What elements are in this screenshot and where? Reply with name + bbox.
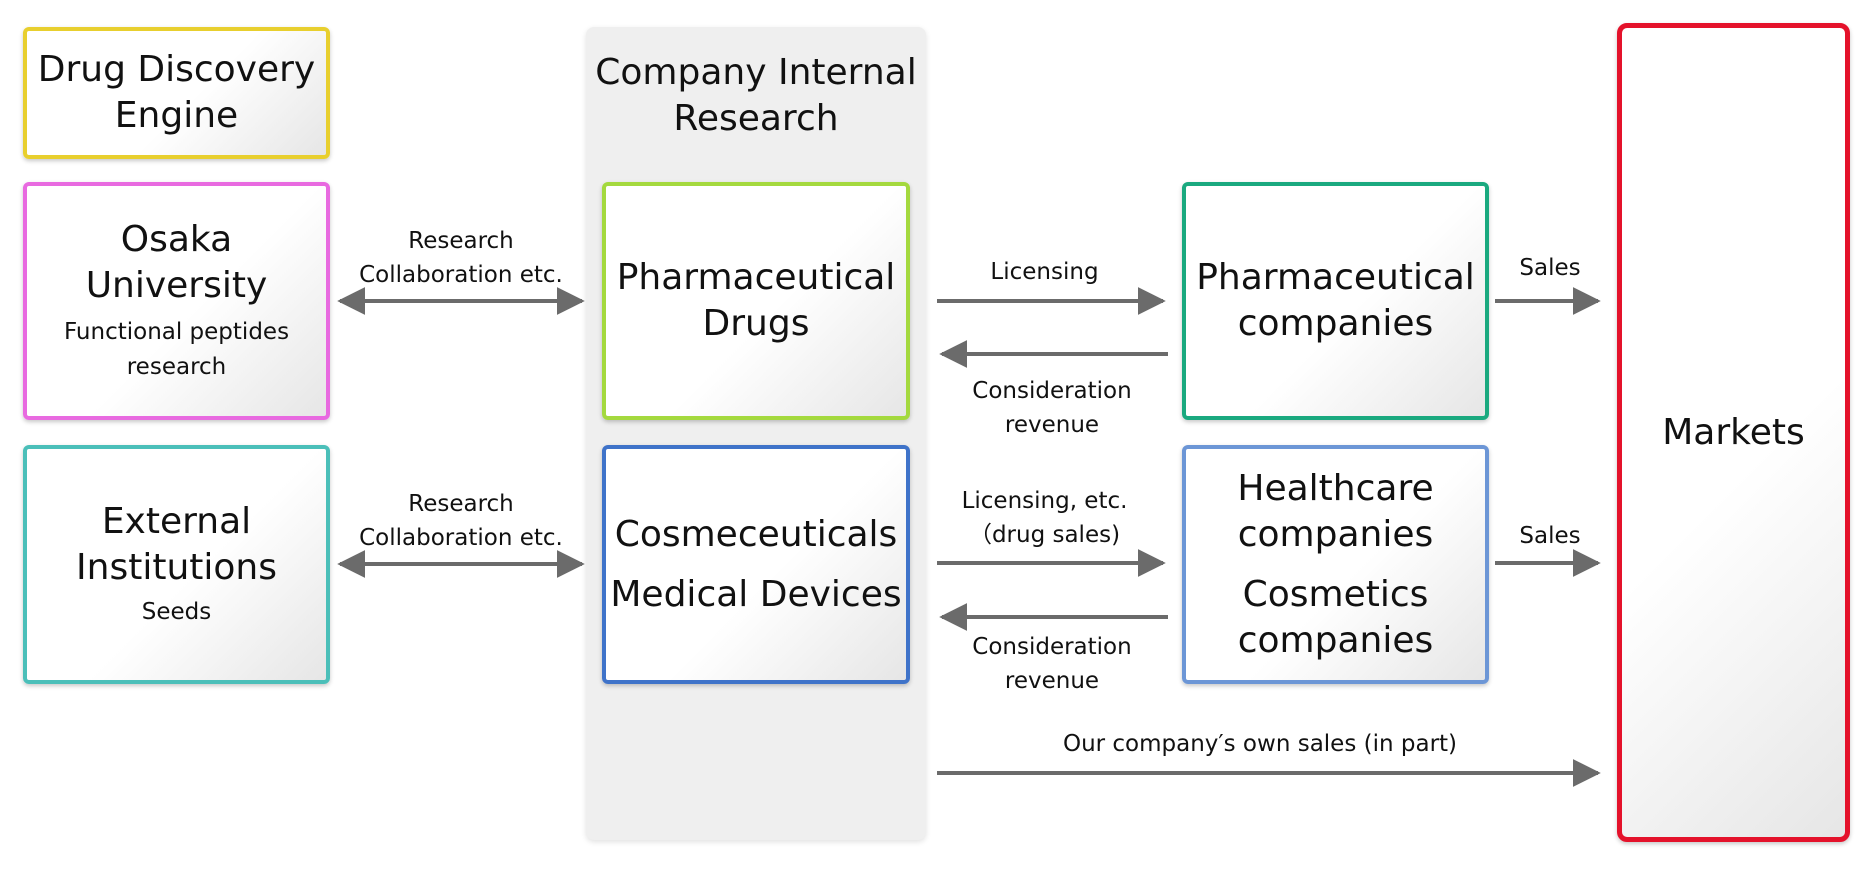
research-label-top-line1: Research — [408, 228, 514, 254]
pharmaceutical-companies-line2: companies — [1237, 303, 1434, 344]
research-label-bottom-line2: Collaboration etc. — [359, 525, 563, 551]
pharmaceutical-drugs-line2: Drugs — [702, 303, 810, 344]
pharmaceutical-companies-line1: Pharmaceutical — [1196, 257, 1475, 298]
drug-discovery-engine-line2: Engine — [114, 95, 239, 136]
cosmetics-line1: Cosmetics — [1242, 573, 1429, 615]
company-internal-title: Company Internal Research — [586, 50, 926, 142]
licensing-etc-line1: Licensing, etc. — [961, 488, 1128, 514]
markets-label: Markets — [1662, 411, 1805, 453]
company-internal-title-line1: Company Internal — [595, 52, 917, 93]
external-institutions-sub: Seeds — [141, 599, 212, 625]
company-internal-panel — [586, 27, 926, 840]
osaka-university-title: Osaka University — [85, 219, 268, 306]
cosmeceuticals-line1: Cosmeceuticals — [614, 513, 898, 555]
consideration-label-top: Consideration revenue — [972, 378, 1132, 438]
licensing-label: Licensing — [990, 259, 1099, 285]
company-internal-title-line2: Research — [673, 98, 839, 139]
pharmaceutical-drugs-line1: Pharmaceutical — [616, 257, 896, 298]
licensing-etc-line2: （drug sales) — [968, 522, 1121, 548]
osaka-university-box: Osaka University Functional peptides res… — [23, 182, 330, 420]
external-institutions-box: External Institutions Seeds — [23, 445, 330, 684]
external-institutions-title: External Institutions — [76, 501, 277, 588]
cosmeceuticals-box: Cosmeceuticals Medical Devices — [602, 445, 910, 684]
sales-label-bottom: Sales — [1519, 523, 1581, 549]
research-label-bottom: Research Collaboration etc. — [340, 487, 582, 555]
pharmaceutical-companies-box: Pharmaceutical companies — [1182, 182, 1489, 420]
own-sales-label: Our company′s own sales (in part) — [1062, 731, 1458, 757]
licensing-etc-label: Licensing, etc. （drug sales) — [937, 484, 1152, 552]
drug-discovery-engine-line1: Drug Discovery — [37, 49, 316, 90]
pharmaceutical-drugs-box: Pharmaceutical Drugs — [602, 182, 910, 420]
healthcare-cosmetics-companies-box: Healthcare companies Cosmetics companies — [1182, 445, 1489, 684]
consideration-label-bottom: Consideration revenue — [972, 634, 1132, 694]
research-label-bottom-line1: Research — [408, 491, 514, 517]
cosmetics-line2: companies — [1237, 619, 1434, 661]
sales-label-top: Sales — [1519, 255, 1581, 281]
drug-discovery-engine-box: Drug Discovery Engine — [23, 27, 330, 159]
cosmeceuticals-line2: Medical Devices — [610, 573, 902, 615]
healthcare-line1: Healthcare — [1237, 467, 1434, 509]
osaka-university-sub-line2: research — [126, 354, 227, 380]
research-label-top: Research Collaboration etc. — [340, 224, 582, 292]
healthcare-line2: companies — [1237, 513, 1434, 555]
research-label-top-line2: Collaboration etc. — [359, 262, 563, 288]
osaka-university-sub-line1: Functional peptides — [63, 319, 290, 345]
markets-box: Markets — [1617, 23, 1850, 842]
